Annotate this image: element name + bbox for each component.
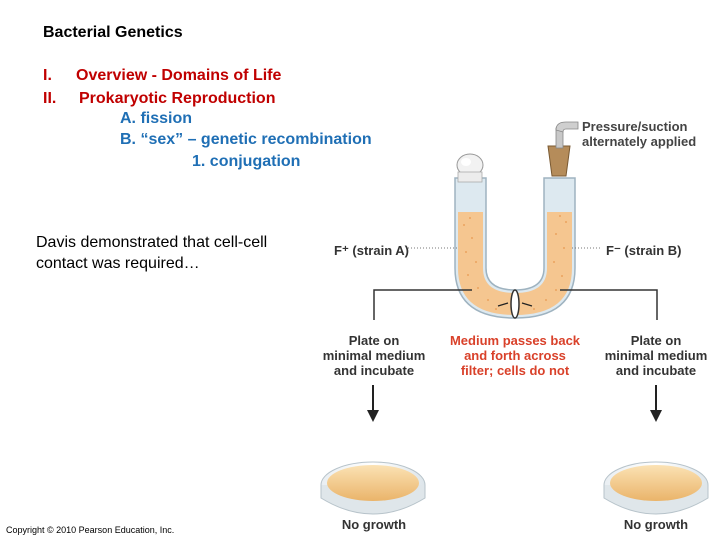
plate-left-label: Plate on minimal medium and incubate — [314, 333, 434, 378]
medium-note-line: filter; cells do not — [460, 363, 570, 378]
plate-right-label: Plate on minimal medium and incubate — [597, 333, 715, 378]
outline-item-1: I. Overview - Domains of Life — [43, 67, 281, 85]
result-right-label: No growth — [623, 517, 689, 532]
medium-note: Medium passes back and forth across filt… — [430, 333, 600, 378]
plate-label-line: minimal medium — [322, 348, 426, 363]
outline-numeral: II. — [43, 90, 57, 107]
u-tube — [454, 121, 579, 319]
outline-item-2: II. Prokaryotic Reproduction — [43, 90, 275, 108]
pressure-pipe-icon — [555, 121, 579, 133]
strain-a-label: F⁺ (strain A) — [334, 243, 409, 258]
plate-label-line: minimal medium — [604, 348, 708, 363]
plate-label-line: Plate on — [348, 333, 400, 348]
plate-label-line: and incubate — [615, 363, 697, 378]
slide-title: Bacterial Genetics — [43, 24, 183, 41]
outline-numeral: I. — [43, 67, 52, 84]
petri-dish-right — [603, 461, 709, 515]
stopper-icon — [547, 145, 571, 177]
copyright: Copyright © 2010 Pearson Education, Inc. — [6, 525, 175, 535]
body-text: Davis demonstrated that cell-cell contac… — [36, 234, 268, 272]
filter-icon — [510, 289, 520, 319]
medium-note-line: Medium passes back — [449, 333, 581, 348]
arrow-down-icon — [367, 410, 379, 422]
result-left-label: No growth — [341, 517, 407, 532]
plate-label-line: and incubate — [333, 363, 415, 378]
pressure-label-line: Pressure/suction — [582, 119, 688, 134]
medium-note-line: and forth across — [464, 348, 566, 363]
plate-label-line: Plate on — [630, 333, 682, 348]
strain-b-label: F⁻ (strain B) — [606, 243, 682, 258]
medium-fill — [458, 212, 572, 315]
outline-text: Overview - Domains of Life — [76, 67, 282, 84]
outline-text: Prokaryotic Reproduction — [79, 90, 276, 107]
subitem-fission: A. fission — [120, 110, 193, 127]
pressure-label: Pressure/suction alternately applied — [582, 119, 696, 149]
pressure-label-line: alternately applied — [582, 134, 697, 149]
arrow-down-icon — [650, 410, 662, 422]
petri-dish-left — [320, 461, 426, 515]
subitem-sex: B. “sex” – genetic recombination — [120, 131, 372, 148]
subitem-conjugation: 1. conjugation — [192, 153, 301, 170]
